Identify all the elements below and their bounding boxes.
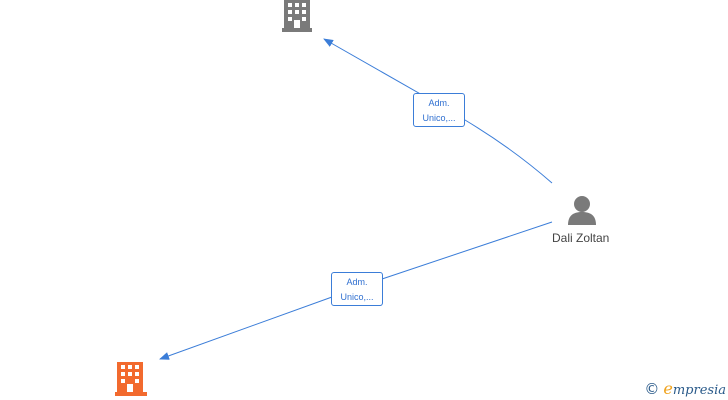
brand-logo: empresia [663, 379, 726, 398]
person-name-label[interactable]: Dali Zoltan [552, 231, 610, 245]
brand-watermark: © empresia [644, 379, 726, 398]
edge-label-top[interactable]: Adm. Unico,... [413, 93, 465, 127]
edge-label-top-line1: Adm. [428, 98, 450, 108]
edge-label-bottom-line1: Adm. [346, 277, 368, 287]
edge-label-bottom[interactable]: Adm. Unico,... [331, 272, 383, 306]
brand-name: mpresia [672, 383, 726, 398]
edge-person-to-company-top [323, 38, 553, 184]
person-icon[interactable] [568, 196, 596, 225]
edge-label-bottom-line2: Unico,... [340, 292, 374, 302]
edge-label-top-line2: Unico,... [422, 113, 456, 123]
copyright-icon: © [644, 379, 660, 398]
company-top-building-icon[interactable] [282, 0, 312, 32]
company-bottom-building-icon[interactable] [115, 362, 147, 396]
brand-initial: e [663, 379, 673, 398]
